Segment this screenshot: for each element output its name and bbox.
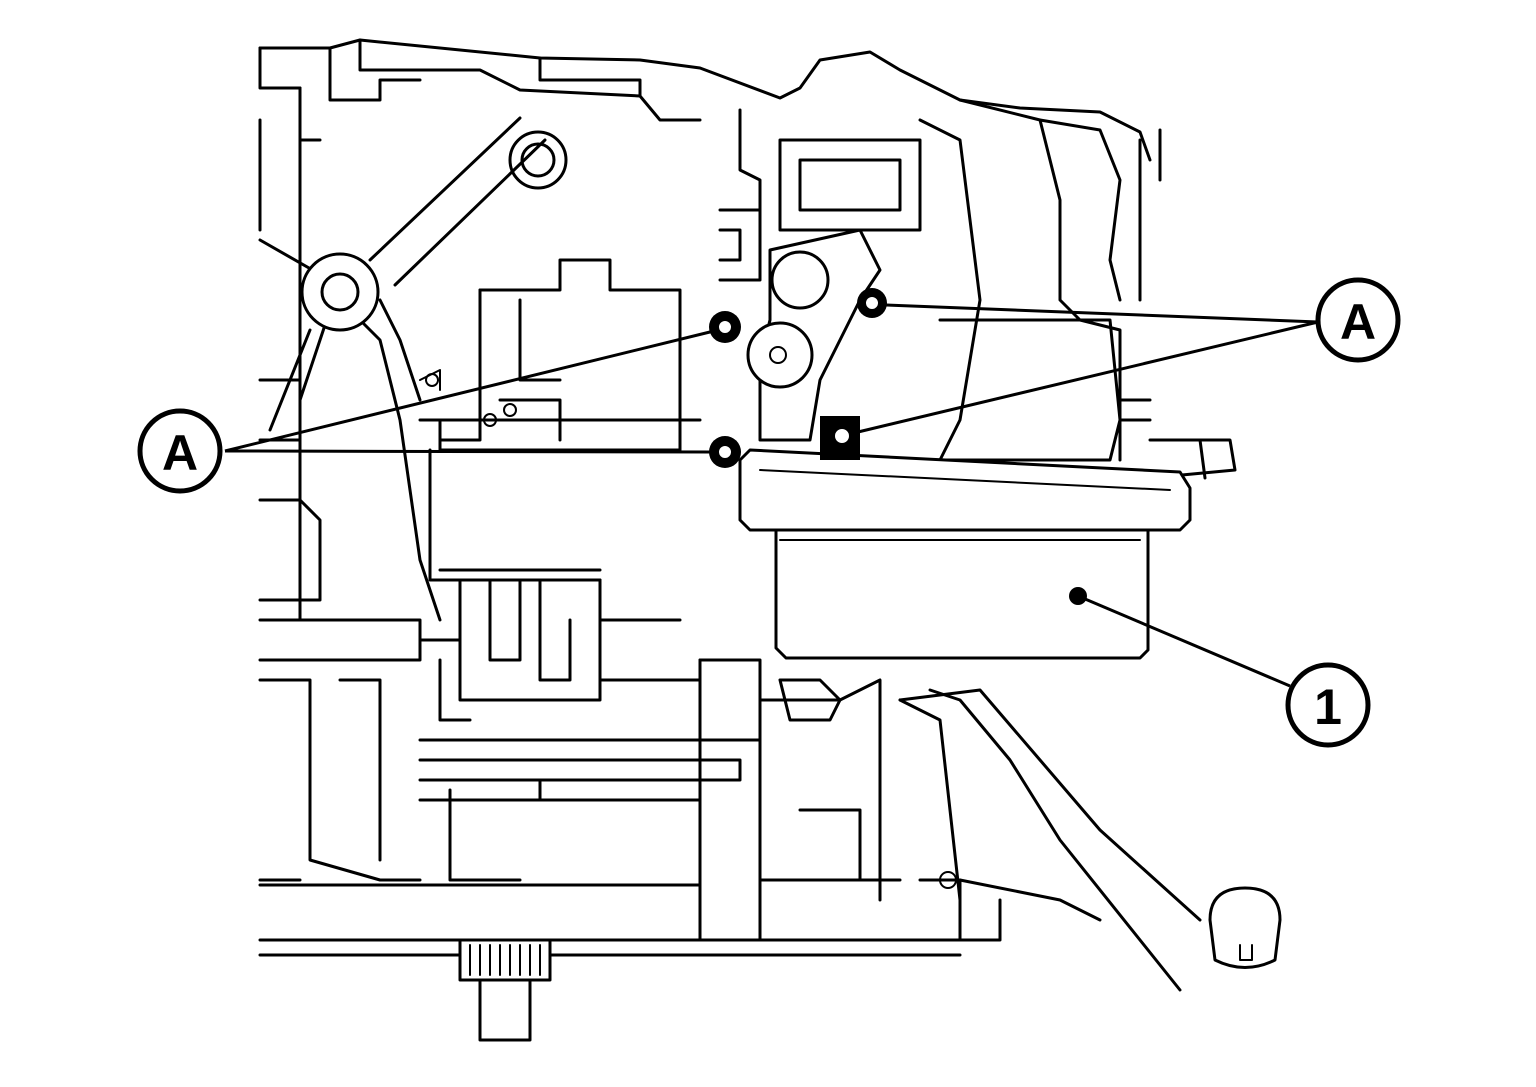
- valve-body: [418, 258, 702, 722]
- leader-lines: [224, 303, 1319, 688]
- part-1-housing: [738, 448, 1192, 660]
- shift-cable: [898, 688, 1282, 992]
- right-housing: [718, 98, 1237, 480]
- bolt-a-upper-right: [857, 288, 887, 318]
- callout-a-right: A: [1315, 277, 1401, 363]
- bolt-a-lower-left: [709, 436, 741, 468]
- callout-a-left-label: A: [162, 425, 198, 481]
- bolt-a-upper-left: [709, 311, 741, 343]
- bolt-a-lower-right: [820, 416, 860, 460]
- callout-1-label: 1: [1314, 679, 1342, 735]
- callout-1: 1: [1285, 662, 1371, 748]
- mount-bushing: [300, 130, 568, 332]
- lower-bracket: [418, 658, 962, 1042]
- callout-a-left: A: [137, 408, 223, 494]
- callout-a-right-label: A: [1340, 294, 1376, 350]
